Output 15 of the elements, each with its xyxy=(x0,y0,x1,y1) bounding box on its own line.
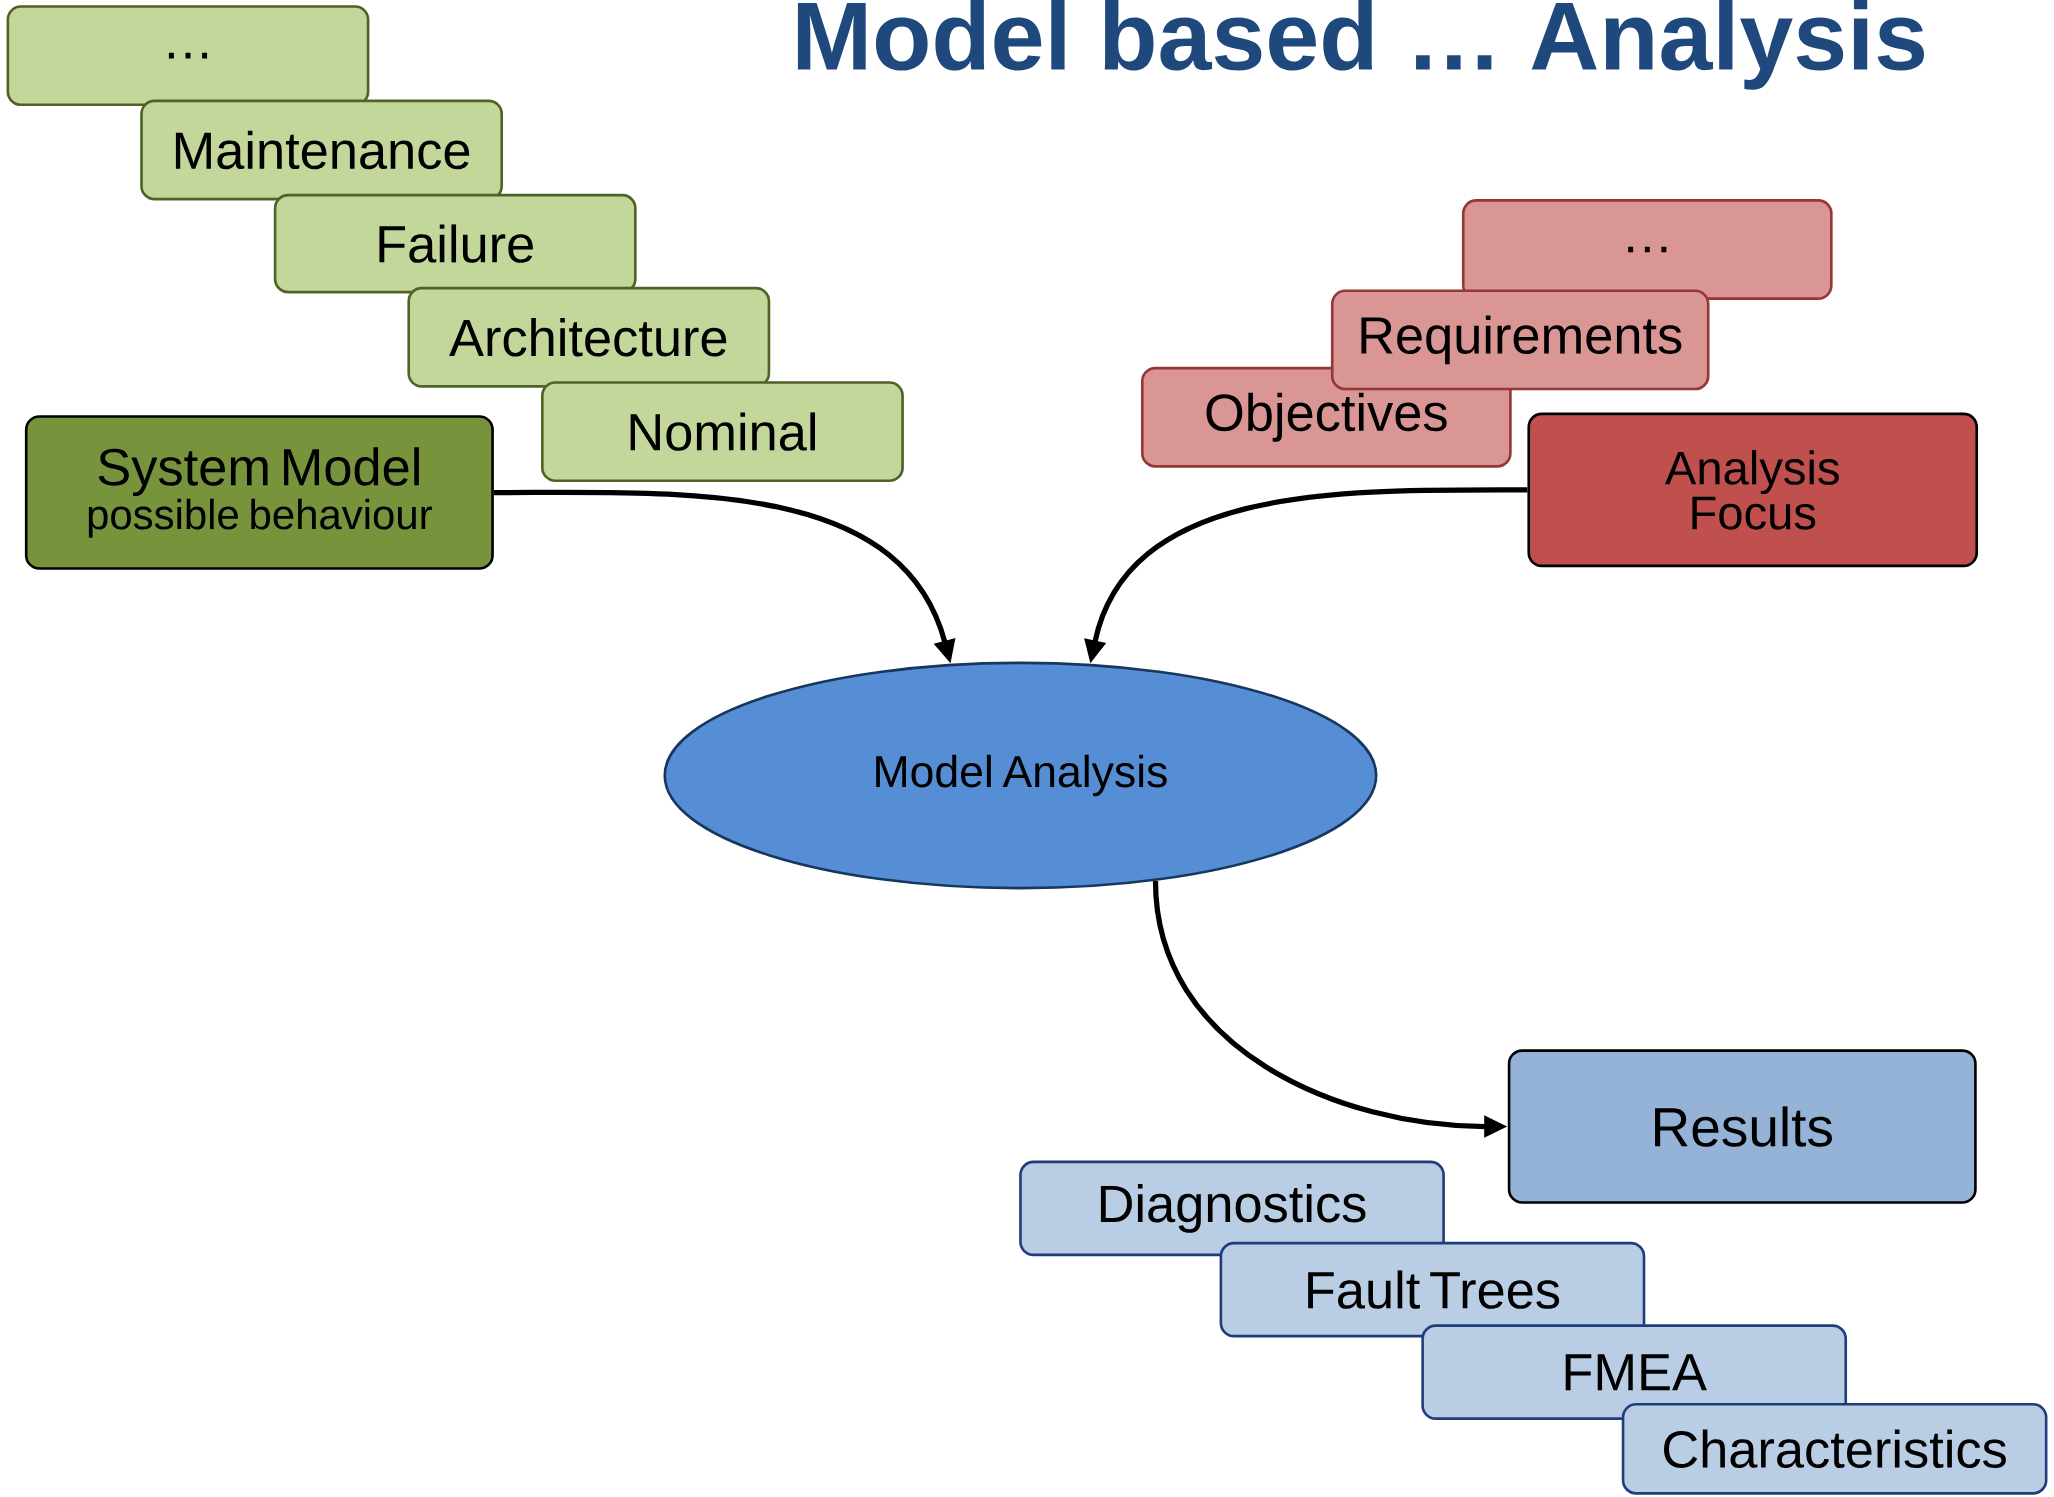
rounded-box: FMEA xyxy=(1421,1324,1848,1420)
title: Model based … Analysis xyxy=(797,0,1924,90)
rounded-box: … xyxy=(1461,199,1833,300)
rounded-box: Failure xyxy=(273,193,637,294)
rounded-box: Maintenance xyxy=(140,99,504,201)
rounded-box: Diagnostics xyxy=(1019,1160,1445,1257)
rounded-box: System Model possible behaviour xyxy=(24,415,494,570)
rounded-box: Requirements xyxy=(1330,289,1710,391)
rounded-box: … xyxy=(6,5,370,106)
rounded-box: Nominal xyxy=(541,381,904,482)
rounded-box: Characteristics xyxy=(1621,1402,2048,1495)
rounded-box: Analysis Focus xyxy=(1527,412,1979,568)
rounded-box: Fault Trees xyxy=(1219,1241,1646,1338)
rounded-box: Architecture xyxy=(407,286,771,388)
rounded-box: Results xyxy=(1507,1049,1977,1204)
